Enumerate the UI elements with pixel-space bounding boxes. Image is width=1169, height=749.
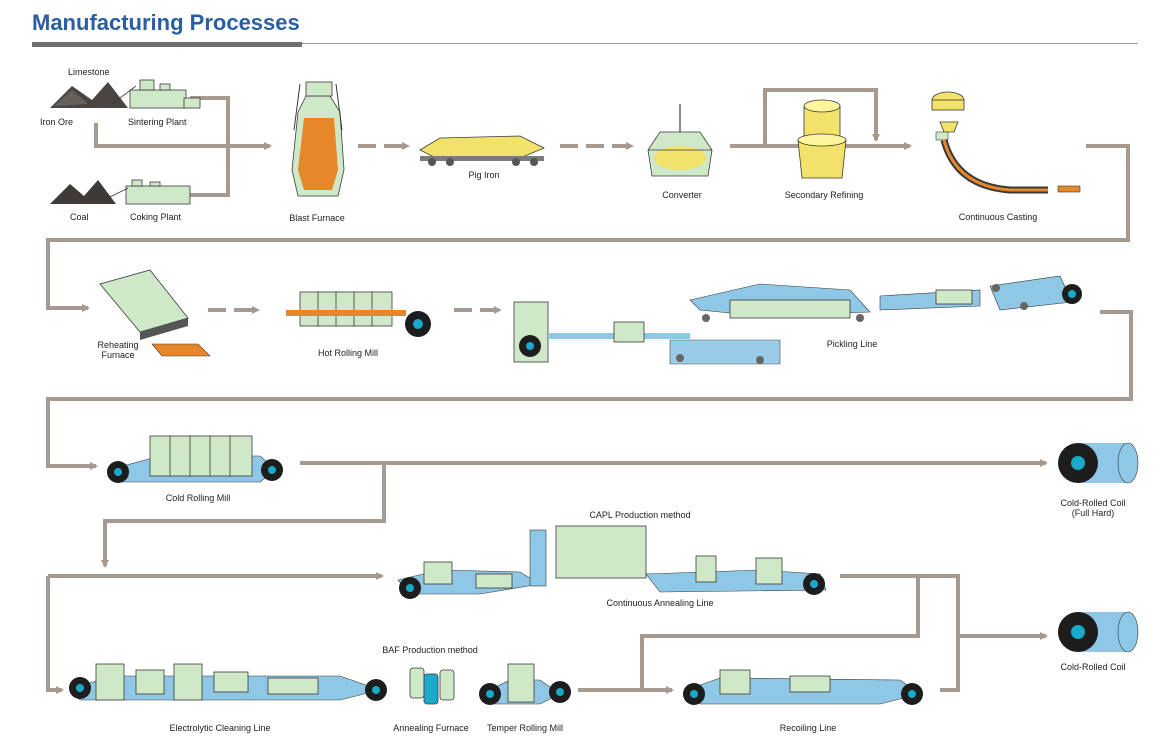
pickling-line	[513, 275, 1082, 365]
label-capl-method: CAPL Production method	[589, 510, 690, 520]
label-cold-rolled-coil-full-hard-2: (Full Hard)	[1072, 508, 1115, 518]
sintering-plant	[111, 79, 201, 109]
coking-plant	[103, 179, 191, 205]
label-furnace: Furnace	[101, 350, 134, 360]
label-recoiling-line: Recoiling Line	[780, 723, 837, 733]
torpedo-car	[419, 135, 545, 166]
label-cold-rolling-mill: Cold Rolling Mill	[166, 493, 231, 503]
label-continuous-annealing-line: Continuous Annealing Line	[606, 598, 713, 608]
label-iron-ore: Iron Ore	[40, 117, 73, 127]
hot-rolling-mill	[286, 291, 431, 337]
recoiling-line	[683, 669, 923, 705]
title-accent-bar	[32, 42, 302, 47]
cold-rolled-coil-full-hard	[1058, 442, 1139, 484]
label-coal: Coal	[70, 212, 89, 222]
flow-capl-out	[840, 574, 960, 692]
label-continuous-casting: Continuous Casting	[959, 212, 1038, 222]
label-cold-rolled-coil: Cold-Rolled Coil	[1060, 662, 1125, 672]
flow-capl-down	[640, 576, 920, 688]
label-pickling-line: Pickling Line	[827, 339, 878, 349]
label-annealing-furnace: Annealing Furnace	[393, 723, 469, 733]
flow-cold-down	[101, 463, 386, 568]
flow-secondary-loop	[763, 88, 880, 146]
label-blast-furnace: Blast Furnace	[289, 213, 345, 223]
cold-rolling-mill	[107, 435, 283, 483]
flow-casting-to-reheat	[46, 144, 1130, 312]
annealing-furnace	[409, 667, 455, 705]
page-title: Manufacturing Processes	[32, 10, 300, 35]
label-coking-plant: Coking Plant	[130, 212, 182, 222]
label-converter: Converter	[662, 190, 702, 200]
cold-rolled-coil	[1058, 611, 1139, 653]
temper-rolling-mill	[479, 663, 571, 705]
flow-left-down	[46, 576, 64, 694]
label-temper-rolling-mill: Temper Rolling Mill	[487, 723, 563, 733]
label-electrolytic-cleaning-line: Electrolytic Cleaning Line	[169, 723, 270, 733]
label-pig-iron: Pig Iron	[468, 170, 499, 180]
secondary-refining	[797, 99, 847, 179]
reheating-furnace	[99, 269, 211, 357]
blast-furnace	[291, 81, 345, 197]
flow-iron-ore-to-bf	[94, 123, 272, 150]
label-cold-rolled-coil-full-hard-1: Cold-Rolled Coil	[1060, 498, 1125, 508]
electrolytic-cleaning-line	[69, 663, 387, 701]
label-limestone: Limestone	[68, 67, 110, 77]
label-reheating: Reheating	[97, 340, 138, 350]
label-baf-method: BAF Production method	[382, 645, 478, 655]
labels: Limestone Iron Ore Sintering Plant Coal …	[40, 67, 1126, 733]
converter	[647, 104, 713, 177]
label-hot-rolling-mill: Hot Rolling Mill	[318, 348, 378, 358]
label-secondary-refining: Secondary Refining	[785, 190, 864, 200]
title-rule	[32, 43, 1138, 44]
continuous-caster	[931, 91, 1081, 194]
flow-pickling-to-cold	[46, 310, 1133, 470]
label-sintering-plant: Sintering Plant	[128, 117, 187, 127]
flow-lines	[46, 88, 1133, 694]
coal-pile	[50, 180, 116, 204]
iron-ore-pile	[50, 82, 128, 108]
continuous-annealing-line	[397, 525, 827, 599]
